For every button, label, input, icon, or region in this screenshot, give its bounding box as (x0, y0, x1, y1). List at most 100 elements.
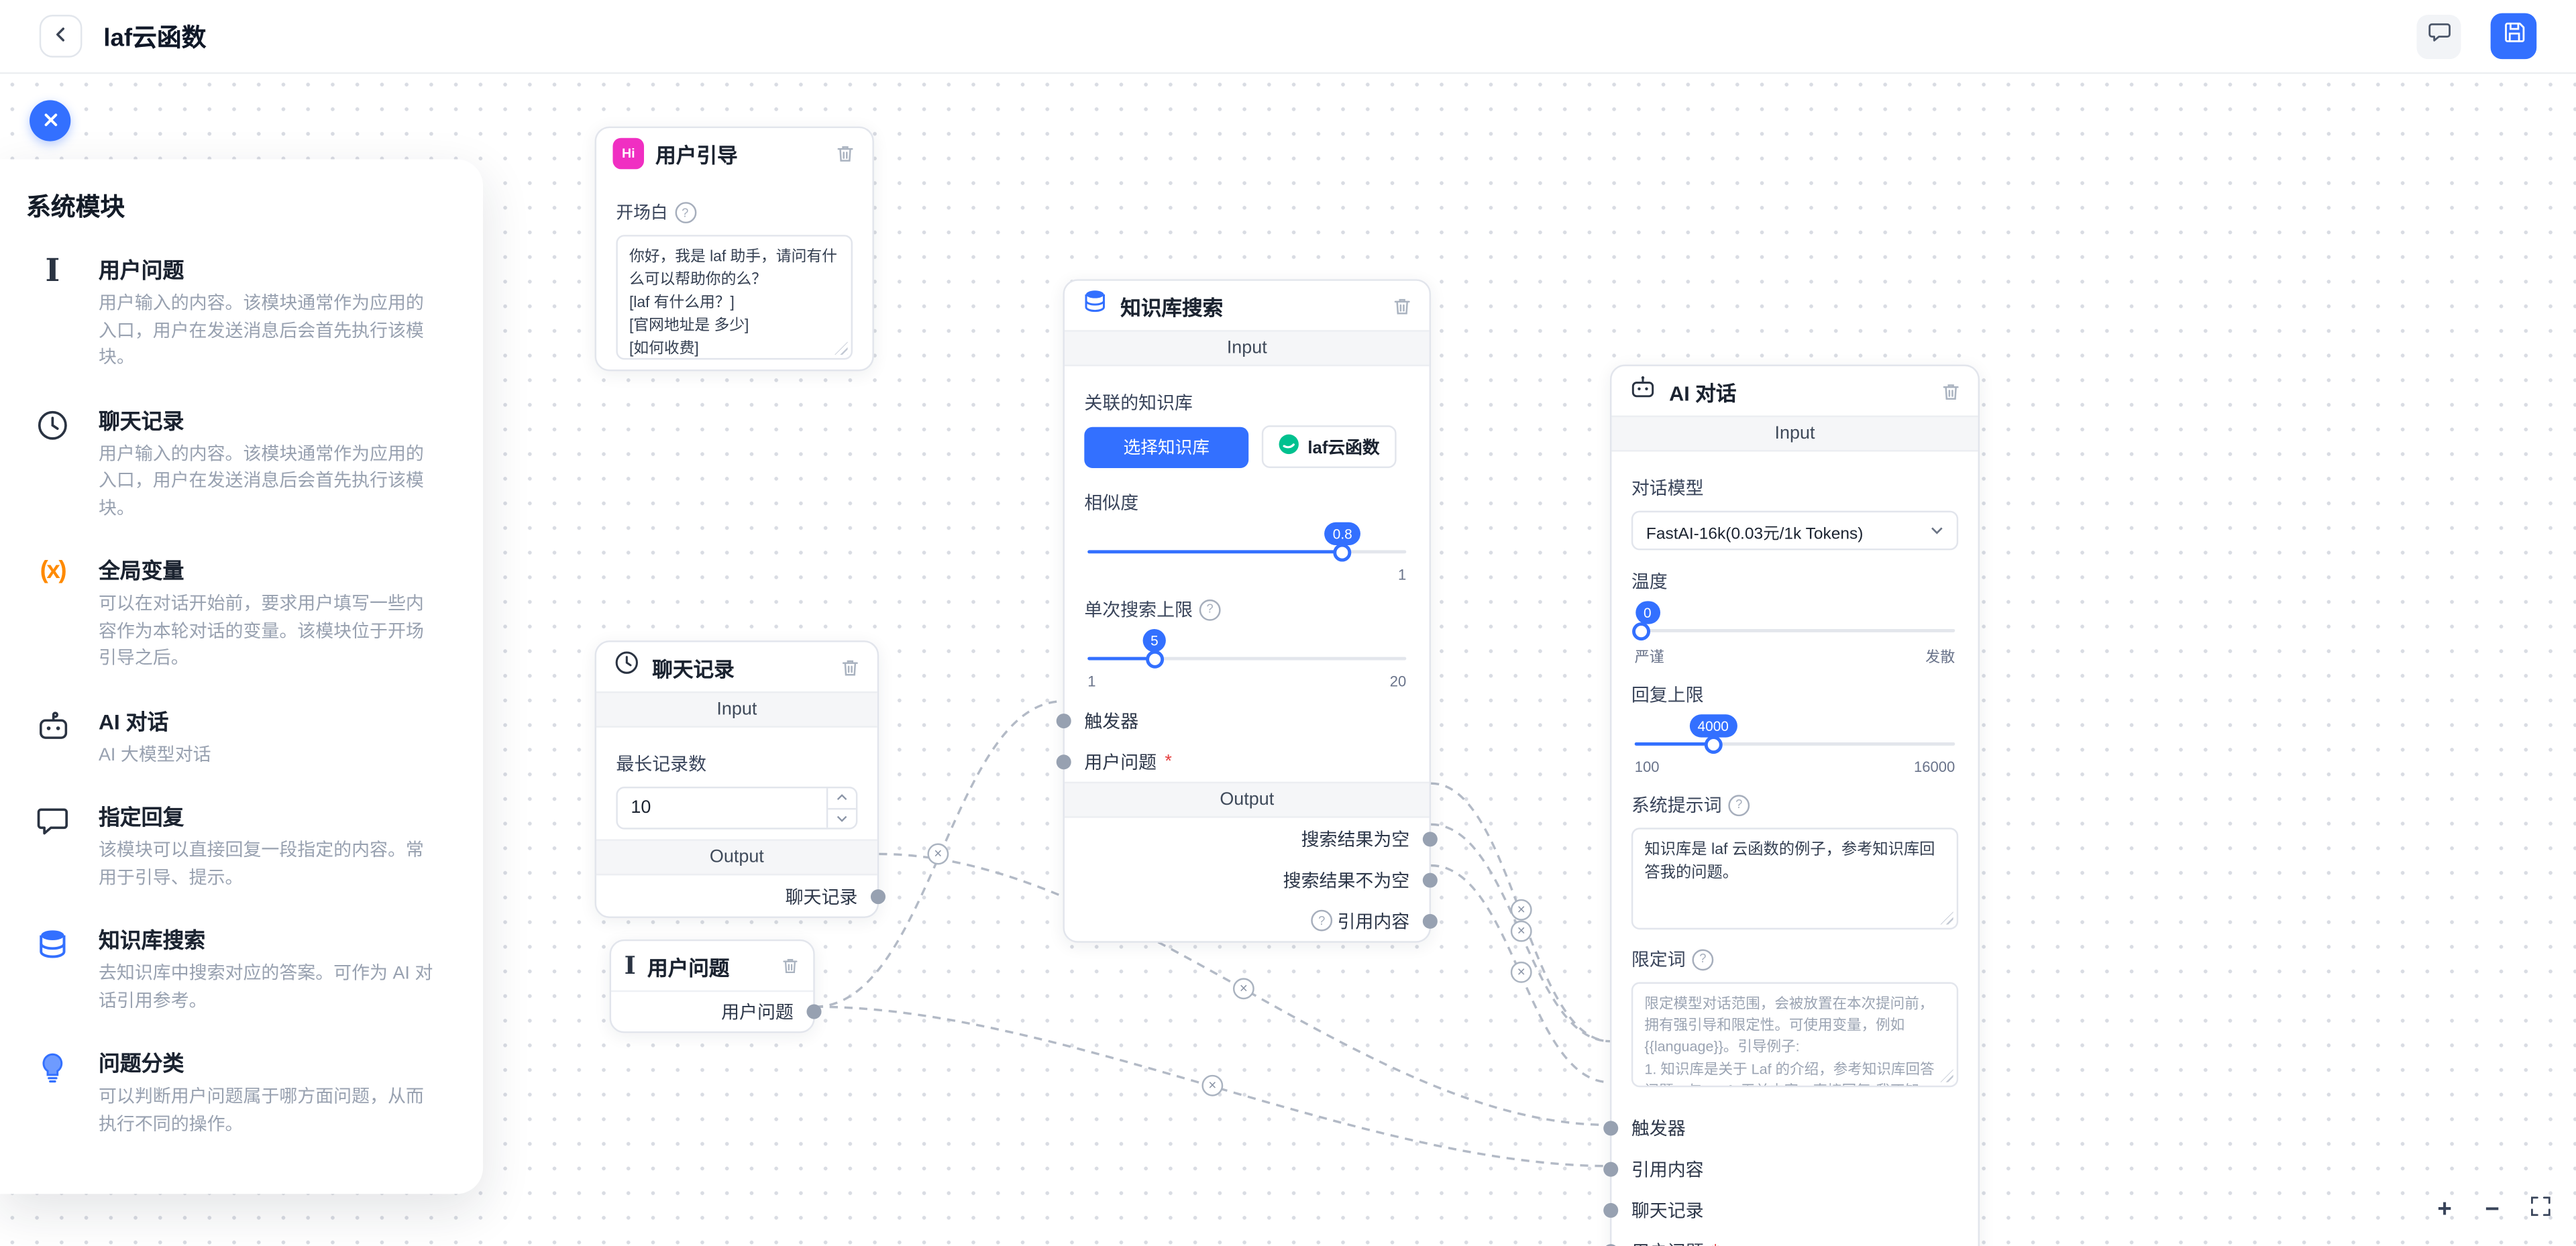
connector-dot[interactable] (1603, 1120, 1619, 1135)
node-header[interactable]: I 用户问题 (611, 941, 813, 990)
system-prompt-textarea[interactable]: 知识库是 laf 云函数的例子，参考知识库回答我的问题。 (1631, 828, 1959, 930)
sidebar-item-fixed-reply[interactable]: 指定回复 该模块可以直接回复一段指定的内容。常用于引导、提示。 (26, 800, 457, 892)
back-button[interactable] (39, 15, 83, 58)
input-section-bar: Input (1611, 415, 1978, 452)
node-header[interactable]: 知识库搜索 (1065, 281, 1430, 330)
delete-connection-icon[interactable]: × (1510, 961, 1532, 983)
temperature-slider[interactable]: 0 (1631, 601, 1955, 640)
page-title: laf云函数 (103, 23, 207, 52)
similarity-slider[interactable]: 0.8 (1087, 522, 1407, 562)
module-desc: 去知识库中搜索对应的答案。可作为 AI 对话引用参考。 (98, 964, 433, 1011)
delete-connection-icon[interactable]: × (1232, 978, 1254, 1000)
reply-bubble-icon (26, 800, 78, 856)
module-label: 聊天记录 (98, 408, 184, 433)
sidebar-item-global-variable[interactable]: (x) 全局变量 可以在对话开始前，要求用户填写一些内容作为本轮对话的变量。该模… (26, 553, 457, 673)
slider-handle[interactable] (1145, 649, 1164, 668)
search-limit-slider[interactable]: 5 (1087, 628, 1407, 669)
input-row-trigger: 触发器 (1056, 699, 1430, 740)
classify-bulb-icon (26, 1046, 78, 1102)
output-label: 引用内容 (1337, 912, 1410, 932)
input-section-bar: Input (1064, 330, 1430, 367)
node-header[interactable]: Hi 用户引导 (596, 128, 872, 177)
slider-handle[interactable] (1333, 543, 1352, 561)
sidebar-item-question-classify[interactable]: 问题分类 可以判断用户问题属于哪方面问题，从而执行不同的操作。 (26, 1046, 457, 1138)
module-label: 用户问题 (98, 258, 184, 283)
text-cursor-icon: I (624, 950, 636, 980)
database-icon (1081, 288, 1109, 324)
module-desc: AI 大模型对话 (98, 744, 211, 765)
slider-min-label: 严谨 (1634, 648, 1664, 665)
input-row-trigger: 触发器 (1603, 1107, 1978, 1148)
output-row-quote: ? 引用内容 (1065, 900, 1438, 941)
delete-connection-icon[interactable]: × (1510, 920, 1532, 942)
slider-handle[interactable] (1631, 621, 1650, 640)
input-row-quote: 引用内容 (1603, 1148, 1978, 1189)
module-panel: 系统模块 I 用户问题 用户输入的内容。该模块通常作为应用的入口，用户在发送消息… (0, 159, 484, 1194)
reply-limit-slider[interactable]: 4000 (1634, 714, 1955, 754)
module-label: 指定回复 (98, 805, 184, 830)
help-icon[interactable]: ? (1692, 948, 1714, 970)
delete-connection-icon[interactable]: × (927, 843, 949, 865)
close-module-panel-button[interactable] (30, 100, 71, 141)
sidebar-item-chat-history[interactable]: 聊天记录 用户输入的内容。该模块通常作为应用的入口，用户在发送消息后会首先执行该… (26, 403, 457, 522)
similarity-label: 相似度 (1084, 494, 1139, 514)
connector-dot[interactable] (806, 1004, 822, 1019)
limit-words-textarea[interactable]: 限定模型对话范围，会被放置在本次提问前，拥有强引导和限定性。可使用变量，例如 {… (1631, 982, 1959, 1088)
stepper-down-icon[interactable] (828, 807, 856, 828)
connector-dot[interactable] (1056, 754, 1071, 769)
search-limit-label: 单次搜索上限 (1084, 601, 1193, 621)
connector-dot[interactable] (1603, 1202, 1619, 1217)
sidebar-item-user-question[interactable]: I 用户问题 用户输入的内容。该模块通常作为应用的入口，用户在发送消息后会首先执… (26, 253, 457, 372)
zoom-in-button[interactable]: + (2437, 1196, 2452, 1224)
node-kb-search[interactable]: 知识库搜索 Input 关联的知识库 选择知识库 laf云函数 相似度 0.8 (1056, 279, 1438, 943)
chat-test-button[interactable] (2416, 13, 2461, 58)
select-kb-button[interactable]: 选择知识库 (1084, 426, 1249, 467)
module-desc: 可以在对话开始前，要求用户填写一些内容作为本轮对话的变量。该模块位于开场引导之后… (98, 594, 424, 669)
save-button[interactable] (2490, 13, 2537, 60)
save-icon (2502, 19, 2526, 52)
node-header[interactable]: 聊天记录 (596, 642, 877, 691)
help-icon[interactable]: ? (1728, 794, 1750, 815)
connector-dot[interactable] (1603, 1243, 1619, 1246)
help-icon[interactable]: ? (674, 202, 696, 224)
output-section-bar: Output (596, 839, 877, 876)
max-records-input[interactable]: 10 (616, 787, 858, 830)
fit-view-button[interactable] (2527, 1196, 2553, 1223)
connector-dot[interactable] (1422, 913, 1438, 928)
stepper-up-icon[interactable] (828, 789, 856, 807)
text-cursor-icon: I (45, 253, 60, 290)
sidebar-item-ai-chat[interactable]: AI 对话 AI 大模型对话 (26, 703, 457, 769)
connector-dot[interactable] (870, 888, 886, 903)
node-ai-chat[interactable]: AI 对话 Input 对话模型 FastAI-16k(0.03元/1k Tok… (1603, 364, 1980, 1246)
connector-dot[interactable] (1603, 1161, 1619, 1176)
max-records-value: 10 (631, 798, 651, 818)
zoom-out-button[interactable]: − (2485, 1196, 2500, 1224)
node-chat-history[interactable]: 聊天记录 Input 最长记录数 10 Output 聊天记录 (594, 640, 886, 918)
delete-node-button[interactable] (780, 956, 800, 975)
kb-tag[interactable]: laf云函数 (1261, 425, 1397, 468)
robot-icon (26, 703, 78, 759)
delete-node-button[interactable] (835, 142, 856, 164)
required-mark: * (1165, 751, 1172, 771)
node-header[interactable]: AI 对话 (1611, 366, 1978, 415)
connector-dot[interactable] (1056, 712, 1071, 728)
help-icon[interactable]: ? (1311, 909, 1333, 931)
guide-icon: Hi (612, 137, 645, 169)
delete-node-button[interactable] (1940, 380, 1962, 402)
node-user-guide[interactable]: Hi 用户引导 开场白 ? 你好，我是 laf 助手，请问有什么可以帮助你的么？… (594, 126, 874, 372)
welcome-textarea[interactable]: 你好，我是 laf 助手，请问有什么可以帮助你的么？ [laf 有什么用？] [… (616, 235, 853, 360)
slider-handle[interactable] (1704, 734, 1723, 753)
node-user-question[interactable]: I 用户问题 用户问题 (609, 939, 822, 1033)
output-label: 搜索结果为空 (1301, 830, 1410, 850)
delete-node-button[interactable] (839, 656, 861, 677)
model-select[interactable]: FastAI-16k(0.03元/1k Tokens) (1631, 510, 1959, 551)
delete-connection-icon[interactable]: × (1510, 899, 1532, 921)
connector-dot[interactable] (1422, 831, 1438, 846)
help-icon[interactable]: ? (1199, 598, 1221, 620)
delete-connection-icon[interactable]: × (1201, 1074, 1224, 1096)
sidebar-item-kb-search[interactable]: 知识库搜索 去知识库中搜索对应的答案。可作为 AI 对话引用参考。 (26, 923, 457, 1015)
slider-max-label: 1 (1398, 566, 1407, 583)
module-desc: 可以判断用户问题属于哪方面问题，从而执行不同的操作。 (98, 1087, 424, 1135)
delete-node-button[interactable] (1391, 295, 1413, 317)
connector-dot[interactable] (1422, 872, 1438, 887)
